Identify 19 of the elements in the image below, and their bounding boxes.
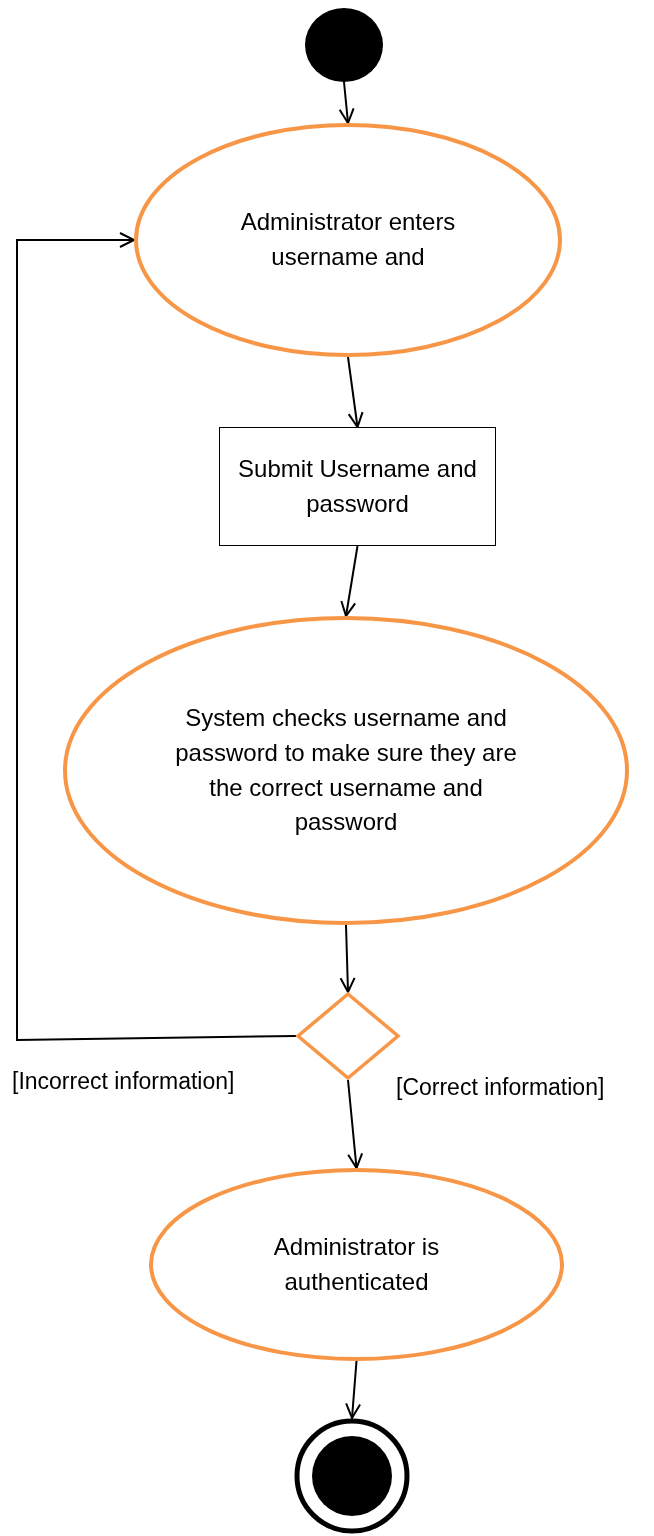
- arrow: [347, 1079, 364, 1169]
- end-node: [294, 1418, 410, 1534]
- arrow: [338, 81, 355, 124]
- activity-ellipse: [134, 123, 562, 357]
- activity-ellipse: [149, 1168, 564, 1361]
- arrow: [345, 1360, 362, 1419]
- node-text: Submit Username and password: [237, 453, 478, 519]
- node-text: Administrator is authenticated: [272, 1231, 441, 1297]
- start-node: [305, 8, 383, 82]
- arrow: [16, 232, 297, 1041]
- node-text: Administrator enters username and: [239, 207, 457, 272]
- node-text: System checks username and password to make sure they are the correct username and password: [174, 702, 518, 838]
- arrow: [340, 545, 359, 617]
- arrow: [339, 924, 356, 993]
- action-box: [219, 427, 496, 546]
- arrow: [347, 356, 364, 428]
- activity-ellipse: [63, 616, 629, 925]
- edge-label: [Correct information]: [396, 1074, 605, 1101]
- edge-label: [Incorrect information]: [12, 1068, 235, 1095]
